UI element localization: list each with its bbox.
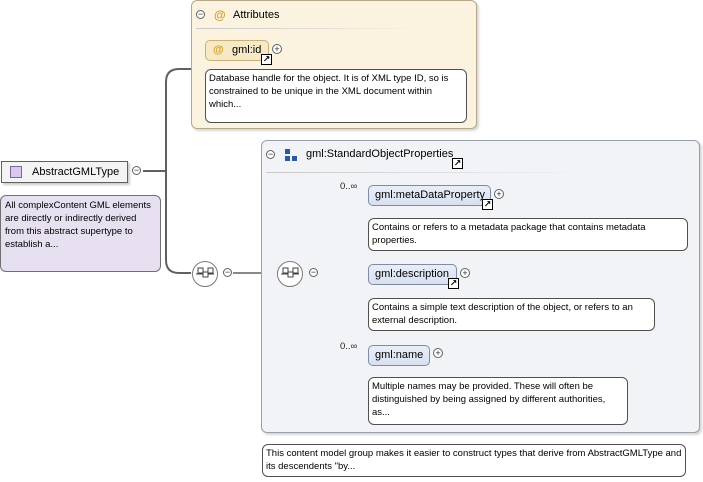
group-collapse-button[interactable]: − bbox=[266, 149, 275, 159]
root-documentation-note: All complexContent GML elements are dire… bbox=[0, 195, 161, 272]
group-panel-title: gml:StandardObjectProperties bbox=[306, 148, 454, 160]
attribute-gml-id[interactable]: @ gml:id bbox=[205, 40, 269, 61]
element-name: gml:name bbox=[375, 349, 424, 361]
element-name: gml:metaDataProperty bbox=[375, 189, 486, 201]
attribute-name: gml:id bbox=[232, 44, 262, 56]
element-description[interactable]: gml:description bbox=[368, 264, 457, 285]
attributes-panel: − @ Attributes @ gml:id ↗ + Database han… bbox=[191, 0, 477, 129]
attribute-at-icon: @ bbox=[213, 44, 224, 56]
sequence-compositor-icon bbox=[192, 261, 218, 287]
group-icon bbox=[285, 149, 297, 161]
element-documentation-note: Multiple names may be provided. These wi… bbox=[368, 377, 628, 425]
attribute-documentation-note: Database handle for the object. It is of… bbox=[205, 69, 467, 123]
inner-sequence-compositor-icon bbox=[277, 261, 303, 287]
group-link-icon[interactable]: ↗ bbox=[452, 158, 463, 169]
element-link-icon[interactable]: ↗ bbox=[482, 199, 493, 210]
element-name-box[interactable]: gml:name bbox=[368, 345, 430, 366]
complex-type-icon bbox=[10, 166, 22, 178]
root-element-label: AbstractGMLType bbox=[32, 166, 120, 178]
attribute-link-icon[interactable]: ↗ bbox=[261, 54, 272, 65]
sequence-collapse-button[interactable]: − bbox=[223, 267, 232, 277]
element-expand-button[interactable]: + bbox=[494, 189, 504, 199]
inner-sequence-collapse-button[interactable]: − bbox=[309, 267, 318, 277]
attributes-panel-title: Attributes bbox=[233, 9, 280, 21]
attributes-header-divider bbox=[196, 28, 426, 29]
attributes-collapse-button[interactable]: − bbox=[196, 9, 205, 19]
element-link-icon[interactable]: ↗ bbox=[448, 278, 459, 289]
attribute-expand-button[interactable]: + bbox=[272, 44, 282, 54]
element-documentation-note: Contains or refers to a metadata package… bbox=[368, 218, 688, 251]
element-expand-button[interactable]: + bbox=[433, 348, 443, 358]
root-element-box[interactable]: AbstractGMLType bbox=[1, 161, 128, 183]
cardinality-label: 0..∞ bbox=[340, 181, 358, 192]
cardinality-label: 0..∞ bbox=[340, 341, 358, 352]
group-documentation-note: This content model group makes it easier… bbox=[262, 444, 686, 477]
element-name: gml:description bbox=[375, 268, 449, 280]
group-header-divider bbox=[266, 172, 596, 173]
root-collapse-button[interactable]: − bbox=[132, 165, 141, 175]
element-expand-button[interactable]: + bbox=[460, 268, 470, 278]
attribute-at-icon: @ bbox=[214, 8, 226, 22]
element-metadataproperty[interactable]: gml:metaDataProperty bbox=[368, 185, 491, 206]
element-documentation-note: Contains a simple text description of th… bbox=[368, 298, 655, 331]
